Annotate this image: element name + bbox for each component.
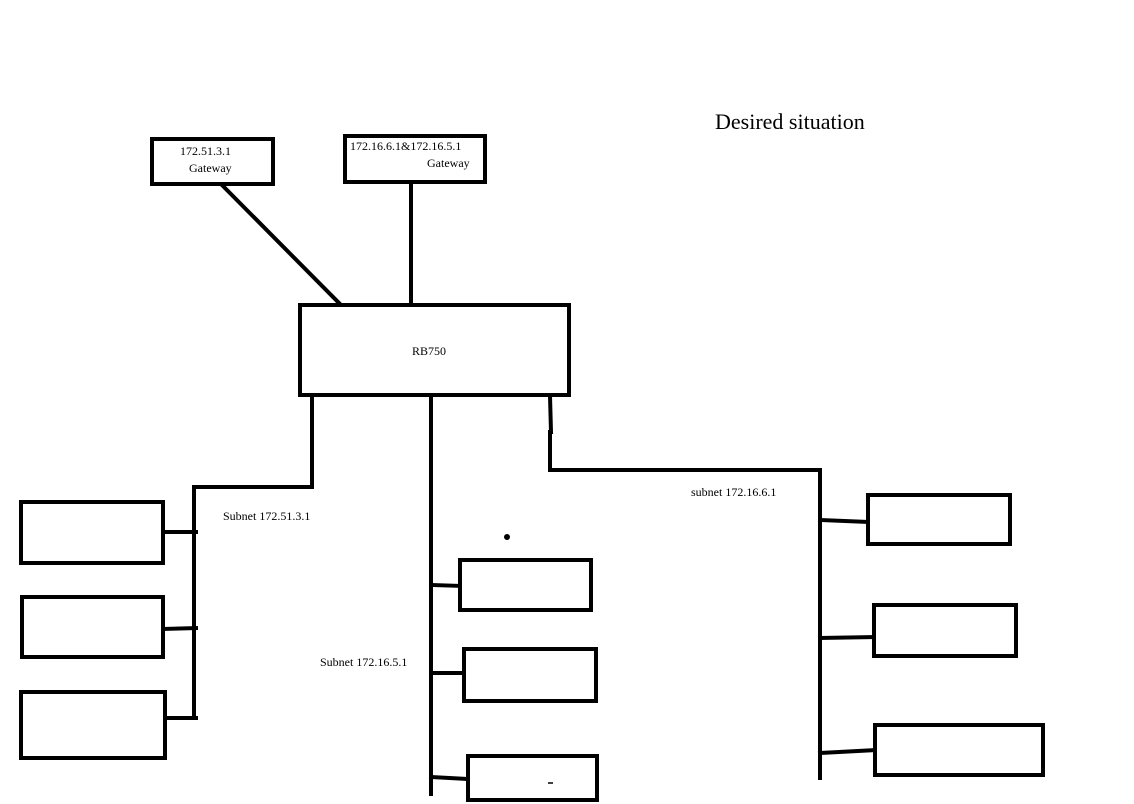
gateway-left-caption: Gateway: [189, 161, 232, 175]
host-right-2: [872, 603, 1018, 658]
gateway-left-box: [150, 137, 275, 186]
gateway-right: 172.16.6.1&172.16.5.1 Gateway: [343, 134, 487, 184]
subnet-left-bus: [192, 394, 314, 720]
router-box: [298, 303, 571, 397]
subnet-middle-drop-3: [428, 774, 471, 782]
gateway-right-address: 172.16.6.1&172.16.5.1: [350, 139, 461, 153]
host-left-1: [19, 500, 165, 565]
subnet-right-drop-2: [817, 634, 878, 641]
diagram-title: Desired situation: [715, 109, 865, 134]
host-middle-2: [462, 647, 598, 703]
subnet-right-label: subnet 172.16.6.1: [691, 485, 776, 499]
host-left-3: [19, 690, 167, 760]
subnet-left-label: Subnet 172.51.3.1: [223, 509, 310, 523]
subnet-middle-label: Subnet 172.16.5.1: [320, 655, 407, 669]
host-left-2: [20, 595, 165, 659]
uplink-gateway-left: [219, 182, 343, 307]
host-right-1: [866, 493, 1012, 546]
host-middle-1: [458, 558, 593, 612]
gateway-left: 172.51.3.1 Gateway: [150, 137, 275, 186]
subnet-right-drop-1: [817, 517, 873, 525]
gateway-left-address: 172.51.3.1: [180, 144, 231, 158]
subnet-middle-drop-1: [428, 582, 466, 589]
gateway-right-caption: Gateway: [427, 156, 470, 170]
router-label: RB750: [412, 344, 446, 358]
router-rb750: RB750: [298, 303, 571, 397]
host-middle-3: [466, 754, 599, 802]
subnet-left-drop-2: [160, 625, 199, 632]
gateway-right-box: [343, 134, 487, 184]
subnet-right-drop-3: [817, 747, 880, 756]
stray-dot: [504, 534, 510, 540]
host-right-3: [873, 723, 1045, 777]
